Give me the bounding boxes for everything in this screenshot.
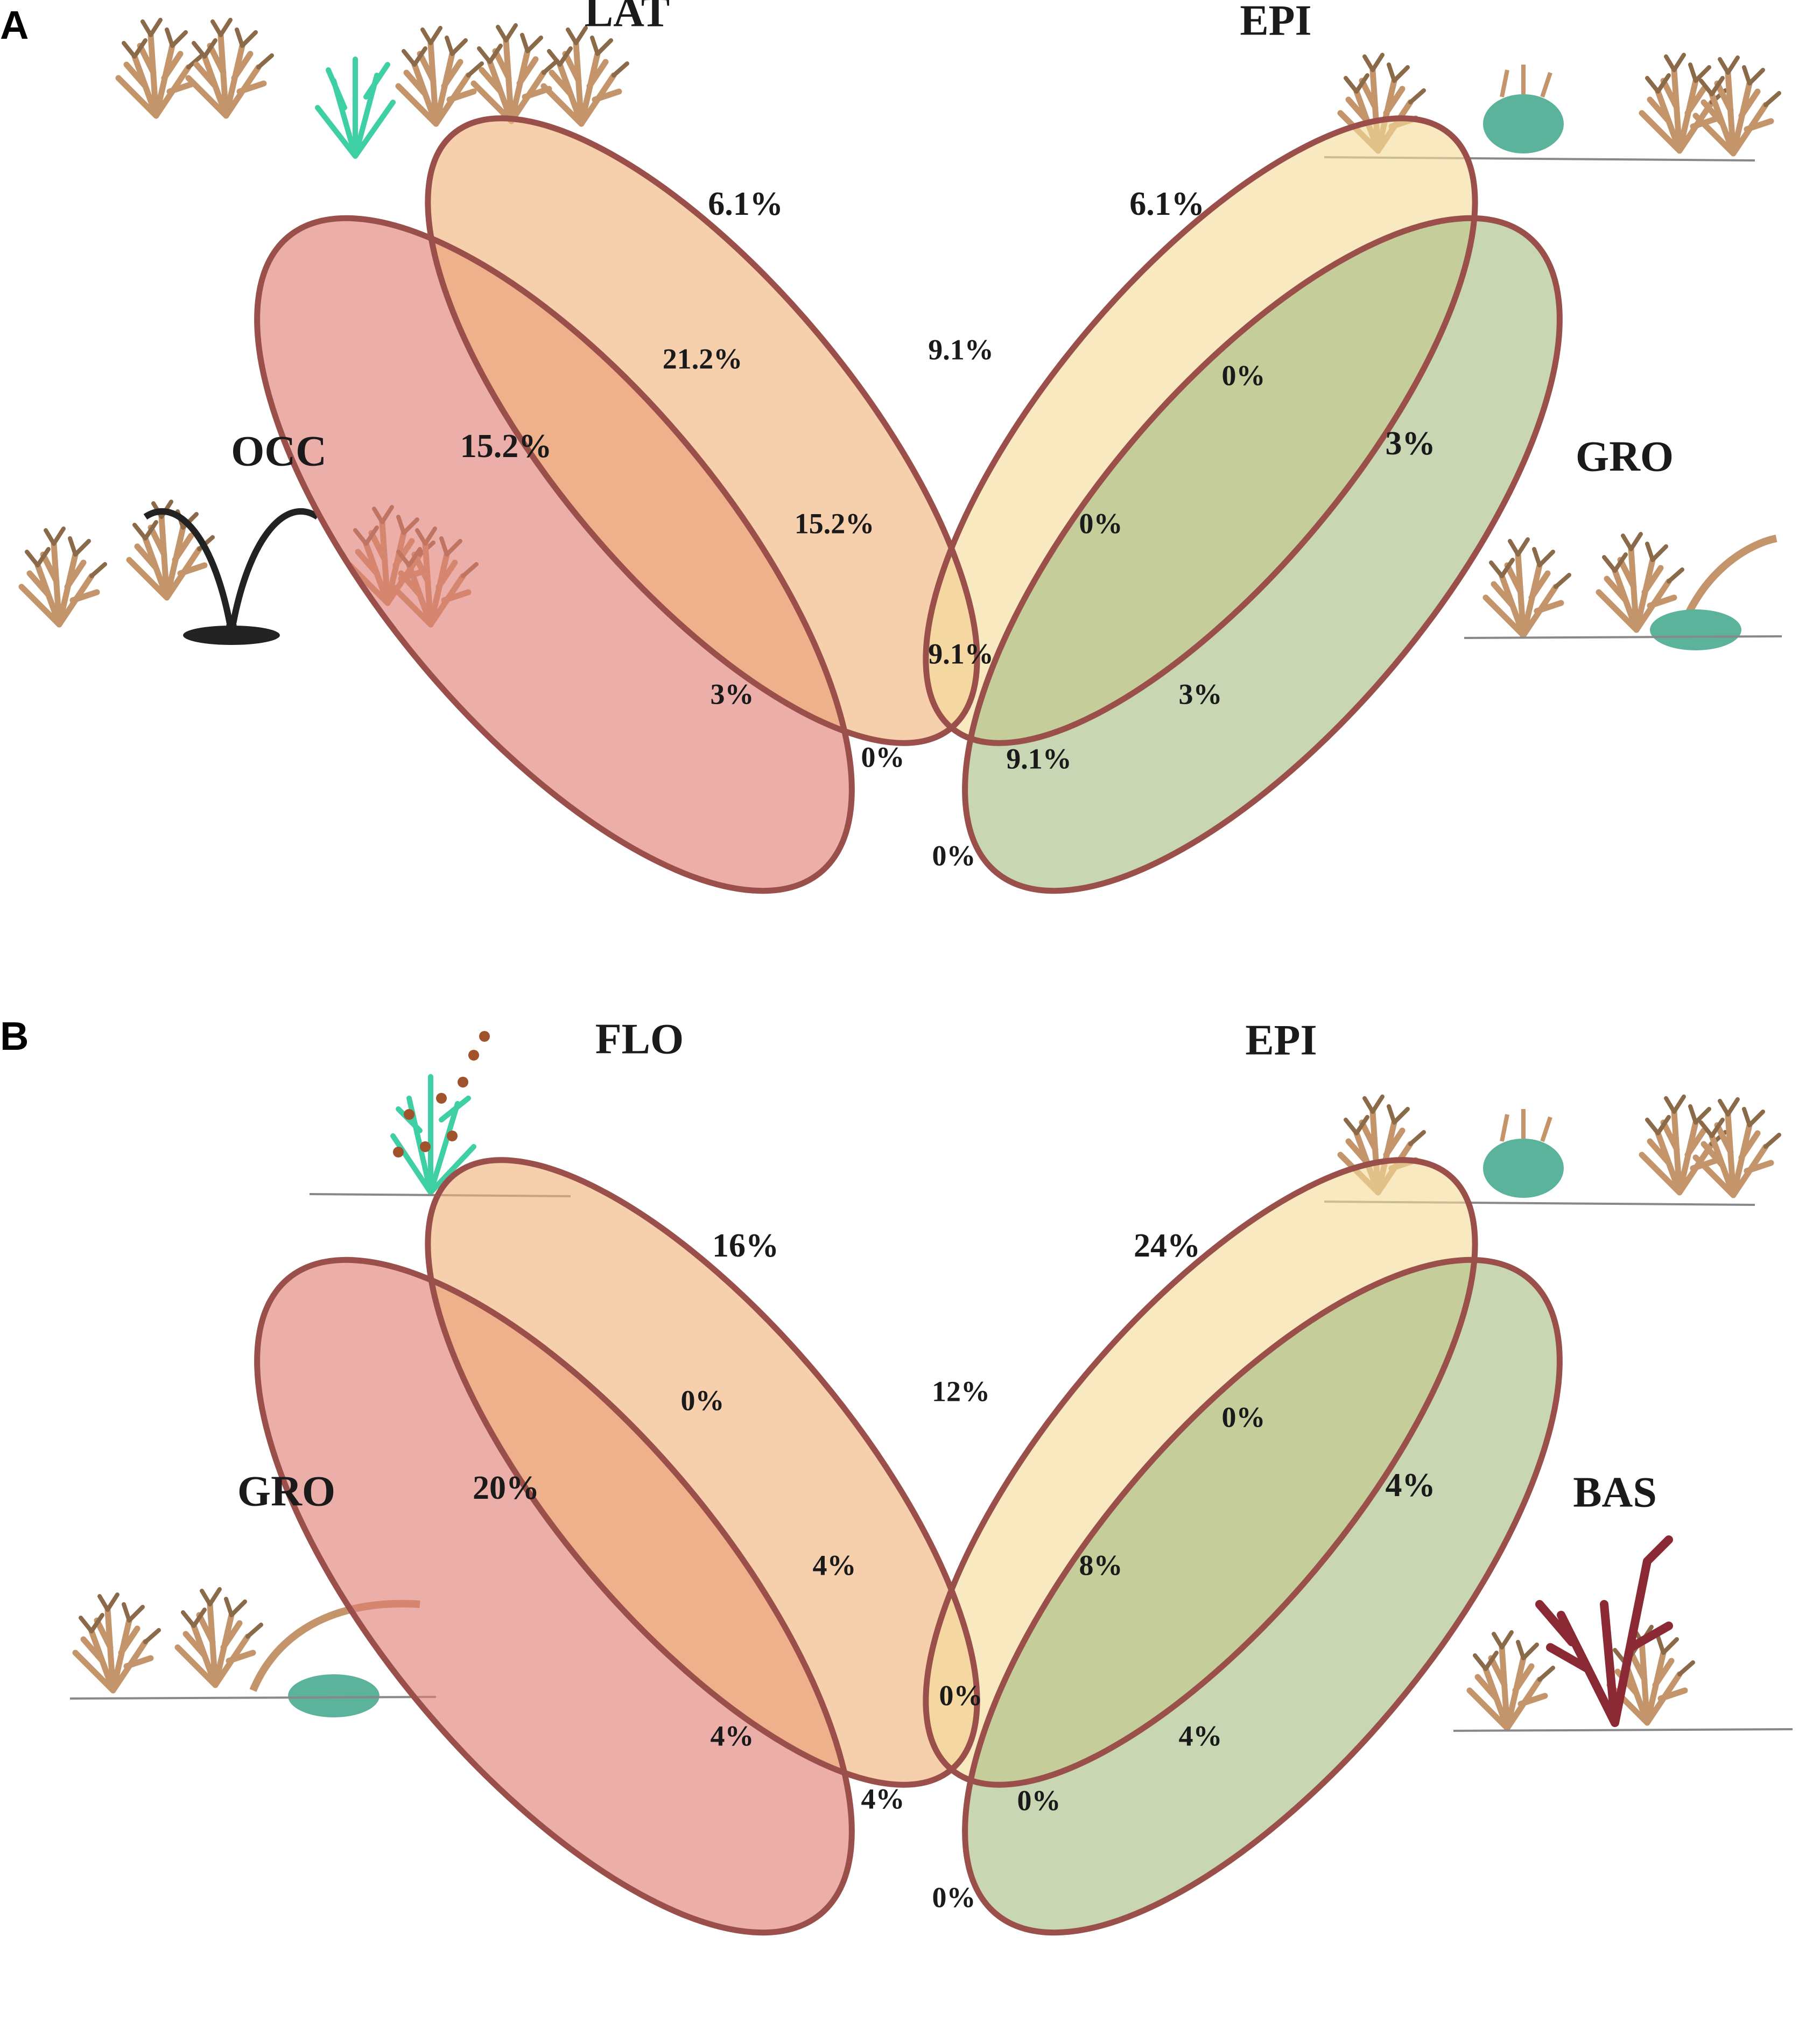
region-label-only2: 6.1% bbox=[708, 186, 783, 222]
region-label-s23: 12% bbox=[932, 1375, 990, 1407]
region-label-s34: 0% bbox=[1222, 1401, 1266, 1433]
coral-with-green-sponge-icon bbox=[1464, 534, 1782, 650]
panel-letter: B bbox=[0, 1014, 29, 1058]
venn-outline-epi bbox=[923, 1157, 1478, 1788]
region-label-s23: 9.1% bbox=[928, 333, 994, 366]
region-label-only4: 3% bbox=[1386, 425, 1436, 462]
venn-outline-gro bbox=[962, 215, 1563, 894]
venn-diagram-a: 15.2% 6.1% 6.1% 3% 21.2% 9.1% 0% 15.2% 0% 3% 3% 9.1… bbox=[254, 115, 1563, 894]
venn-outline-bas bbox=[962, 1257, 1563, 1936]
venn-ellipse-flo bbox=[427, 1160, 978, 1785]
venn-ellipse-occ bbox=[257, 218, 852, 891]
region-label-only3: 24% bbox=[1134, 1227, 1200, 1264]
region-label-s1234: 9.1% bbox=[928, 637, 994, 670]
venn-ellipse-gro bbox=[257, 1260, 852, 1933]
coral-with-green-alga-icon bbox=[118, 20, 627, 159]
region-label-s14: 0% bbox=[932, 839, 976, 872]
set-label-epi: EPI bbox=[1245, 1016, 1317, 1064]
region-label-s234: 0% bbox=[1079, 507, 1123, 539]
venn-diagram-b: 20% 16% 24% 4% 0% 12% 0% 4% 8% 4% 4% 0% 4% 0% 0% bbox=[254, 1157, 1563, 1936]
panel-letter: A bbox=[0, 3, 29, 47]
region-label-only1: 20% bbox=[473, 1470, 539, 1506]
set-label-lat: LAT bbox=[585, 0, 670, 36]
venn-ellipse-lat bbox=[427, 118, 978, 743]
region-label-s12: 21.2% bbox=[663, 342, 743, 375]
panel-a: A bbox=[0, 0, 1782, 894]
red-alga-on-coral-icon bbox=[1453, 1535, 1793, 1732]
set-label-epi: EPI bbox=[1240, 0, 1311, 44]
region-label-s134: 0% bbox=[861, 741, 905, 773]
set-label-gro: GRO bbox=[237, 1468, 335, 1515]
region-label-only2: 16% bbox=[712, 1227, 779, 1264]
region-label-s34: 0% bbox=[1222, 359, 1266, 391]
region-label-only4: 4% bbox=[1386, 1467, 1436, 1504]
coral-jump-hole-icon bbox=[22, 502, 476, 645]
region-label-s1234: 0% bbox=[939, 1679, 983, 1711]
region-label-s24: 3% bbox=[1179, 678, 1222, 710]
region-label-s24: 4% bbox=[1179, 1720, 1222, 1752]
region-label-s123: 4% bbox=[813, 1549, 856, 1581]
set-label-flo: FLO bbox=[595, 1015, 684, 1063]
set-label-bas: BAS bbox=[1573, 1469, 1657, 1516]
region-label-s13: 4% bbox=[711, 1720, 754, 1752]
region-label-only3: 6.1% bbox=[1129, 186, 1205, 222]
set-label-occ: OCC bbox=[231, 427, 327, 475]
panel-b: B 20%16 bbox=[0, 1014, 1793, 1936]
region-label-s134: 4% bbox=[861, 1783, 905, 1815]
venn-outline-epi bbox=[923, 115, 1478, 746]
region-label-s13: 3% bbox=[711, 678, 754, 710]
set-label-gro: GRO bbox=[1576, 433, 1674, 480]
region-label-s12: 0% bbox=[681, 1384, 725, 1416]
region-label-s14: 0% bbox=[932, 1881, 976, 1913]
region-label-s124: 0% bbox=[1017, 1784, 1061, 1816]
venn-outline-gro bbox=[254, 1257, 855, 1936]
region-label-s123: 15.2% bbox=[795, 507, 875, 539]
region-label-s124: 9.1% bbox=[1006, 742, 1072, 775]
coral-with-sponge-icon bbox=[1324, 55, 1779, 162]
region-label-only1: 15.2% bbox=[460, 428, 552, 465]
region-label-s234: 8% bbox=[1079, 1549, 1123, 1581]
venn-outline-occ bbox=[254, 215, 855, 894]
